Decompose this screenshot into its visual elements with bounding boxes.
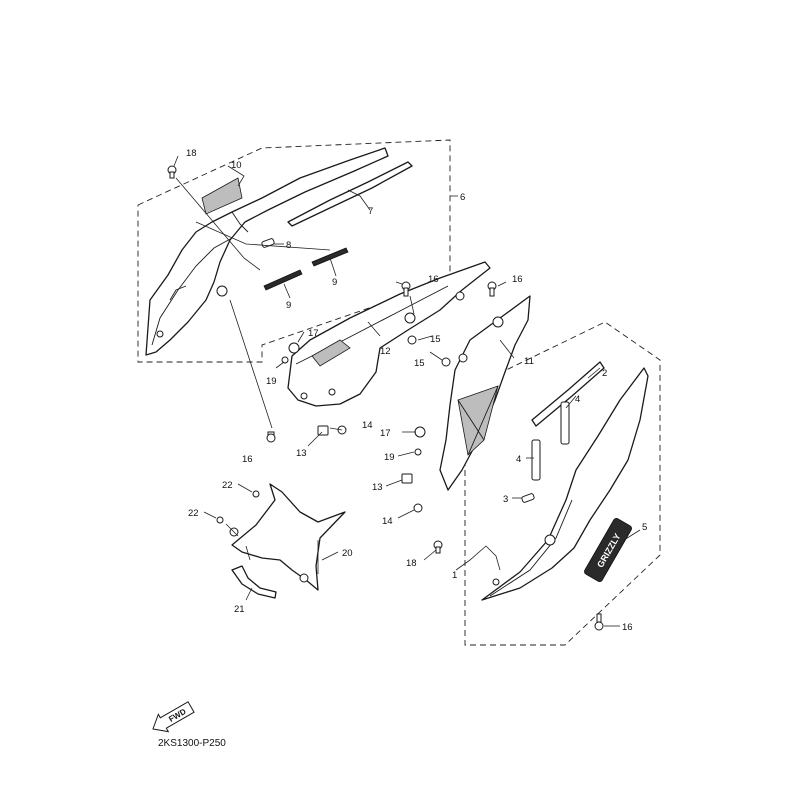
leader-lines <box>173 155 641 627</box>
mount-hole <box>156 330 164 338</box>
grommet <box>299 573 309 583</box>
callout-8: 8 <box>286 240 291 251</box>
screw-22-upper <box>252 490 260 498</box>
bolt-16-bottom <box>594 613 604 631</box>
callout-1: 1 <box>452 570 457 581</box>
clip-13-lower <box>401 473 413 484</box>
grommet-17-upper <box>288 342 300 354</box>
group-box-6 <box>137 139 451 363</box>
callout-labels: 18 10 6 7 8 9 9 16 16 16 16 17 17 19 19 … <box>186 148 647 633</box>
screw-19-upper <box>281 356 289 364</box>
callout-15: 15 <box>430 334 441 345</box>
mount-hole <box>455 291 465 301</box>
grommet-14-lower <box>413 503 423 513</box>
callout-20: 20 <box>342 548 353 559</box>
strip-9-left <box>263 269 303 291</box>
callout-17: 17 <box>380 428 391 439</box>
clip-4-lower <box>531 439 541 481</box>
mount-hole <box>404 312 416 324</box>
diagram-code: 2KS1300-P250 <box>158 738 226 749</box>
callout-21: 21 <box>234 604 245 615</box>
callout-15: 15 <box>414 358 425 369</box>
damper-3 <box>521 493 535 503</box>
screw-22-lower <box>216 516 224 524</box>
callout-12: 12 <box>380 346 391 357</box>
callout-4: 4 <box>575 394 580 405</box>
callout-18: 18 <box>186 148 197 159</box>
bolt-16-left <box>266 431 276 443</box>
stripe-7 <box>287 161 413 227</box>
side-cover-upper <box>145 147 389 356</box>
mount-hole <box>492 578 500 586</box>
grommet-hole <box>216 285 228 297</box>
callout-7: 7 <box>368 206 373 217</box>
vent-12 <box>311 339 351 367</box>
callout-10: 10 <box>231 160 242 171</box>
clip-13-upper <box>317 425 329 436</box>
bolt-18-lower <box>433 540 443 554</box>
emblem-5: GRIZZLY <box>584 517 632 583</box>
callout-19: 19 <box>266 376 277 387</box>
bolt-18-upper <box>167 165 177 179</box>
mount-hole <box>544 534 556 546</box>
callout-22: 22 <box>188 508 199 519</box>
mount-hole <box>492 316 504 328</box>
callout-4: 4 <box>516 454 521 465</box>
callout-6: 6 <box>460 192 465 203</box>
callout-11: 11 <box>524 356 534 367</box>
bolt-16-mid <box>401 281 411 297</box>
bolt-16-right <box>487 281 497 297</box>
nut-15-lower <box>441 357 451 367</box>
mount-hole <box>328 388 336 396</box>
callout-13: 13 <box>296 448 307 459</box>
frame-cover-11 <box>439 295 531 491</box>
callout-13: 13 <box>372 482 383 493</box>
group-box-1 <box>464 321 661 646</box>
callout-9: 9 <box>286 300 291 311</box>
callout-16: 16 <box>622 622 633 633</box>
callout-2: 2 <box>602 368 607 379</box>
side-cover-1 <box>481 367 649 601</box>
clip-4-upper <box>560 401 570 445</box>
grommet-17-lower <box>414 426 426 438</box>
callout-3: 3 <box>503 494 508 505</box>
mount-hole <box>300 392 308 400</box>
callout-17: 17 <box>308 328 319 339</box>
callout-16: 16 <box>512 274 523 285</box>
callout-16: 16 <box>242 454 253 465</box>
guard-2 <box>531 361 605 427</box>
callout-18: 18 <box>406 558 417 569</box>
callout-14: 14 <box>362 420 373 431</box>
decal-10 <box>201 177 243 215</box>
strip-9-right <box>311 247 349 267</box>
callout-14: 14 <box>382 516 393 527</box>
callout-19: 19 <box>384 452 395 463</box>
callout-9: 9 <box>332 277 337 288</box>
clip-8 <box>261 238 275 248</box>
callout-5: 5 <box>642 522 647 533</box>
callout-22: 22 <box>222 480 233 491</box>
mount-hole <box>458 353 468 363</box>
screw-19-lower <box>414 448 422 456</box>
nut-15-upper <box>407 335 417 345</box>
fwd-arrow-icon: FWD <box>152 701 195 733</box>
under-cover-20 <box>229 483 346 591</box>
strip-21 <box>231 565 277 599</box>
callout-16: 16 <box>428 274 439 285</box>
